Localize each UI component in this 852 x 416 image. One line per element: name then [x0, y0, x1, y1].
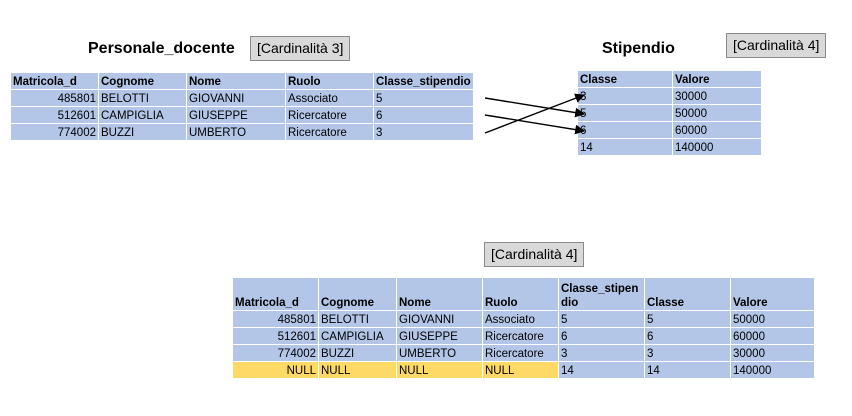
table-cell: Associato: [285, 89, 374, 107]
table-cell: BUZZI: [98, 123, 187, 141]
table-header-row: Matricola_d Cognome Nome Ruolo Classe_st…: [232, 277, 815, 311]
table-cell: 30000: [730, 344, 815, 362]
table-cell: Ricercatore: [482, 344, 559, 362]
table-row: 5 50000: [577, 104, 762, 122]
table-cell: 140000: [730, 361, 815, 379]
table-row-null: NULL NULL NULL NULL 14 14 140000: [232, 361, 815, 379]
join-cardinality: [Cardinalità 4]: [484, 242, 585, 267]
column-header: Cognome: [318, 277, 397, 311]
table-row: 14 140000: [577, 138, 762, 156]
column-header: Nome: [396, 277, 483, 311]
table-row: 512601 CAMPIGLIA GIUSEPPE Ricercatore 6 …: [232, 327, 815, 345]
table-cell: 5: [373, 89, 474, 107]
table-cell: GIUSEPPE: [396, 327, 483, 345]
table-row: 774002 BUZZI UMBERTO Ricercatore 3 3 300…: [232, 344, 815, 362]
table-row: 485801 BELOTTI GIOVANNI Associato 5: [10, 89, 474, 107]
table-cell: 6: [644, 327, 731, 345]
table-cell: 14: [644, 361, 731, 379]
column-header: Valore: [730, 277, 815, 311]
table-cell: GIOVANNI: [186, 89, 286, 107]
table-cell: 5: [558, 310, 645, 328]
table-cell: 3: [644, 344, 731, 362]
table-cell: CAMPIGLIA: [318, 327, 397, 345]
table-cell: 50000: [672, 104, 762, 122]
table-cell: BUZZI: [318, 344, 397, 362]
table-cell: Ricercatore: [482, 327, 559, 345]
column-header: Matricola_d: [232, 277, 319, 311]
table-cell: 14: [558, 361, 645, 379]
arrow-6: [484, 114, 585, 135]
table-row: 485801 BELOTTI GIOVANNI Associato 5 5 50…: [232, 310, 815, 328]
table-cell: GIUSEPPE: [186, 106, 286, 124]
table-cell: 774002: [10, 123, 99, 141]
personale-title: Personale_docente: [88, 40, 235, 57]
table-cell: 485801: [232, 310, 319, 328]
stipendio-table: Classe Valore 3 30000 5 50000 6 60000 14…: [577, 70, 762, 156]
arrow-5: [484, 97, 585, 118]
column-header: Classe_stipendio: [373, 72, 474, 90]
table-cell: 140000: [672, 138, 762, 156]
null-cell: NULL: [232, 361, 319, 379]
table-cell: 3: [373, 123, 474, 141]
column-header: Ruolo: [482, 277, 559, 311]
table-cell: UMBERTO: [396, 344, 483, 362]
table-cell: 60000: [672, 121, 762, 139]
table-cell: UMBERTO: [186, 123, 286, 141]
table-row: 512601 CAMPIGLIA GIUSEPPE Ricercatore 6: [10, 106, 474, 124]
table-cell: BELOTTI: [98, 89, 187, 107]
join-table: Matricola_d Cognome Nome Ruolo Classe_st…: [232, 277, 815, 379]
table-cell: BELOTTI: [318, 310, 397, 328]
personale-table: Matricola_d Cognome Nome Ruolo Classe_st…: [10, 72, 474, 141]
stipendio-title: Stipendio: [602, 40, 675, 57]
table-cell: 3: [558, 344, 645, 362]
table-cell: 774002: [232, 344, 319, 362]
table-cell: 485801: [10, 89, 99, 107]
arrow-3: [484, 93, 585, 134]
table-cell: Associato: [482, 310, 559, 328]
table-row: 6 60000: [577, 121, 762, 139]
column-header: Classe: [644, 277, 731, 311]
table-cell: 6: [558, 327, 645, 345]
stipendio-cardinality: [Cardinalità 4]: [726, 33, 827, 58]
table-row: 3 30000: [577, 87, 762, 105]
table-cell: 50000: [730, 310, 815, 328]
column-header: Classe_stipen dio: [558, 277, 645, 311]
personale-cardinality: [Cardinalità 3]: [250, 36, 351, 61]
null-cell: NULL: [318, 361, 397, 379]
table-cell: Ricercatore: [285, 106, 374, 124]
table-cell: Ricercatore: [285, 123, 374, 141]
null-cell: NULL: [396, 361, 483, 379]
table-row: 774002 BUZZI UMBERTO Ricercatore 3: [10, 123, 474, 141]
table-cell: 5: [644, 310, 731, 328]
null-cell: NULL: [482, 361, 559, 379]
column-header: Valore: [672, 70, 762, 88]
table-cell: CAMPIGLIA: [98, 106, 187, 124]
table-cell: 60000: [730, 327, 815, 345]
table-cell: 14: [577, 138, 673, 156]
table-cell: 512601: [232, 327, 319, 345]
table-cell: GIOVANNI: [396, 310, 483, 328]
table-header-row: Classe Valore: [577, 70, 762, 88]
